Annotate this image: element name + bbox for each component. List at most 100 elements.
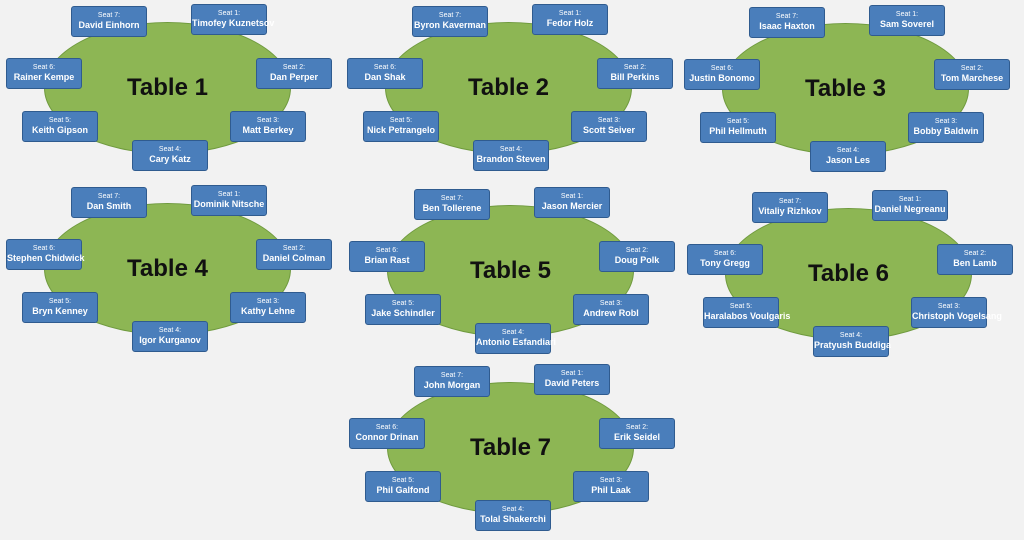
seat-label: Seat 2: bbox=[963, 250, 987, 258]
player-name: Fedor Holz bbox=[546, 18, 594, 29]
seat-label: Seat 4: bbox=[158, 327, 182, 335]
player-name: Kathy Lehne bbox=[240, 306, 295, 317]
player-name: Ben Lamb bbox=[953, 258, 997, 269]
seat-7-box: Seat 7:Ben Tollerene bbox=[414, 189, 490, 220]
seat-4-box: Seat 4:Igor Kurganov bbox=[132, 321, 208, 352]
player-name: Byron Kaverman bbox=[413, 20, 487, 31]
seat-label: Seat 1: bbox=[560, 370, 584, 378]
seat-label: Seat 6: bbox=[713, 250, 737, 258]
player-name: Antonio Esfandiari bbox=[476, 337, 557, 348]
seat-label: Seat 6: bbox=[375, 424, 399, 432]
seat-label: Seat 6: bbox=[32, 64, 56, 72]
seat-label: Seat 7: bbox=[97, 193, 121, 201]
seat-label: Seat 3: bbox=[599, 300, 623, 308]
seat-3-box: Seat 3:Christoph Vogelsang bbox=[911, 297, 1002, 328]
table-label: Table 5 bbox=[470, 257, 551, 284]
seat-label: Seat 3: bbox=[597, 117, 621, 125]
seat-label: Seat 1: bbox=[558, 10, 582, 18]
player-name: Erik Seidel bbox=[613, 432, 661, 443]
seat-label: Seat 3: bbox=[599, 477, 623, 485]
seat-7-box: Seat 7:Isaac Haxton bbox=[749, 7, 825, 38]
player-name: Daniel Colman bbox=[262, 253, 326, 264]
seat-3-box: Seat 3:Phil Laak bbox=[573, 471, 649, 502]
player-name: Dominik Nitsche bbox=[193, 199, 265, 210]
player-name: Brandon Steven bbox=[476, 154, 546, 165]
table-label: Table 7 bbox=[470, 434, 551, 461]
player-name: Tom Marchese bbox=[940, 73, 1004, 84]
seat-2-box: Seat 2:Bill Perkins bbox=[597, 58, 673, 89]
seat-label: Seat 7: bbox=[97, 12, 121, 20]
seat-label: Seat 7: bbox=[775, 13, 799, 21]
seat-2-box: Seat 2:Dan Perper bbox=[256, 58, 332, 89]
player-name: Igor Kurganov bbox=[139, 335, 201, 346]
seat-6-box: Seat 6:Connor Drinan bbox=[349, 418, 425, 449]
seat-6-box: Seat 6:Rainer Kempe bbox=[6, 58, 82, 89]
seat-1-box: Seat 1:Dominik Nitsche bbox=[191, 185, 267, 216]
seat-7-box: Seat 7:Byron Kaverman bbox=[412, 6, 488, 37]
table-label: Table 6 bbox=[808, 260, 889, 287]
seat-label: Seat 3: bbox=[256, 298, 280, 306]
table-label: Table 3 bbox=[805, 75, 886, 102]
seat-label: Seat 5: bbox=[391, 300, 415, 308]
player-name: Matt Berkey bbox=[242, 125, 294, 136]
player-name: Scott Seiver bbox=[582, 125, 636, 136]
player-name: Daniel Negreanu bbox=[874, 204, 946, 215]
player-name: Nick Petrangelo bbox=[366, 125, 436, 136]
player-name: Dan Smith bbox=[86, 201, 132, 212]
seat-1-box: Seat 1:Sam Soverel bbox=[869, 5, 945, 36]
seat-label: Seat 3: bbox=[256, 117, 280, 125]
seat-label: Seat 2: bbox=[282, 245, 306, 253]
seat-label: Seat 6: bbox=[32, 245, 56, 253]
player-name: Dan Shak bbox=[364, 72, 406, 83]
player-name: Cary Katz bbox=[149, 154, 191, 165]
seat-label: Seat 2: bbox=[625, 247, 649, 255]
seat-4-box: Seat 4:Jason Les bbox=[810, 141, 886, 172]
player-name: Pratyush Buddiga bbox=[814, 340, 892, 351]
player-name: Rainer Kempe bbox=[13, 72, 75, 83]
seat-6-box: Seat 6:Stephen Chidwick bbox=[6, 239, 85, 270]
seat-label: Seat 5: bbox=[389, 117, 413, 125]
seat-label: Seat 2: bbox=[623, 64, 647, 72]
seat-5-box: Seat 5:Keith Gipson bbox=[22, 111, 98, 142]
seat-label: Seat 3: bbox=[934, 118, 958, 126]
seat-label: Seat 2: bbox=[282, 64, 306, 72]
player-name: Doug Polk bbox=[614, 255, 660, 266]
seat-label: Seat 2: bbox=[625, 424, 649, 432]
seat-6-box: Seat 6:Tony Gregg bbox=[687, 244, 763, 275]
player-name: Isaac Haxton bbox=[759, 21, 815, 32]
player-name: Andrew Robl bbox=[583, 308, 639, 319]
seat-6-box: Seat 6:Justin Bonomo bbox=[684, 59, 760, 90]
seat-3-box: Seat 3:Andrew Robl bbox=[573, 294, 649, 325]
table-label: Table 1 bbox=[127, 74, 208, 101]
seat-1-box: Seat 1:Daniel Negreanu bbox=[872, 190, 948, 221]
player-name: Haralabos Voulgaris bbox=[704, 311, 791, 322]
seat-label: Seat 7: bbox=[438, 12, 462, 20]
player-name: Keith Gipson bbox=[32, 125, 88, 136]
seat-label: Seat 5: bbox=[729, 303, 753, 311]
seat-label: Seat 3: bbox=[937, 303, 961, 311]
seat-5-box: Seat 5:Haralabos Voulgaris bbox=[703, 297, 791, 328]
seat-4-box: Seat 4:Tolal Shakerchi bbox=[475, 500, 551, 531]
table-label: Table 4 bbox=[127, 255, 208, 282]
player-name: Jake Schindler bbox=[371, 308, 435, 319]
seat-3-box: Seat 3:Bobby Baldwin bbox=[908, 112, 984, 143]
seat-5-box: Seat 5:Phil Hellmuth bbox=[700, 112, 776, 143]
seat-label: Seat 1: bbox=[217, 191, 241, 199]
player-name: Vitaliy Rizhkov bbox=[758, 206, 822, 217]
table-label: Table 2 bbox=[468, 74, 549, 101]
seat-2-box: Seat 2:Erik Seidel bbox=[599, 418, 675, 449]
player-name: John Morgan bbox=[423, 380, 481, 391]
seat-label: Seat 6: bbox=[375, 247, 399, 255]
seat-7-box: Seat 7:David Einhorn bbox=[71, 6, 147, 37]
player-name: Dan Perper bbox=[269, 72, 319, 83]
seat-5-box: Seat 5:Jake Schindler bbox=[365, 294, 441, 325]
seat-label: Seat 4: bbox=[158, 146, 182, 154]
seat-label: Seat 1: bbox=[898, 196, 922, 204]
player-name: Tolal Shakerchi bbox=[480, 514, 546, 525]
seat-label: Seat 7: bbox=[778, 198, 802, 206]
seat-4-box: Seat 4:Pratyush Buddiga bbox=[813, 326, 892, 357]
player-name: Phil Galfond bbox=[376, 485, 430, 496]
player-name: Bill Perkins bbox=[610, 72, 660, 83]
player-name: Phil Laak bbox=[591, 485, 631, 496]
seat-label: Seat 5: bbox=[48, 117, 72, 125]
